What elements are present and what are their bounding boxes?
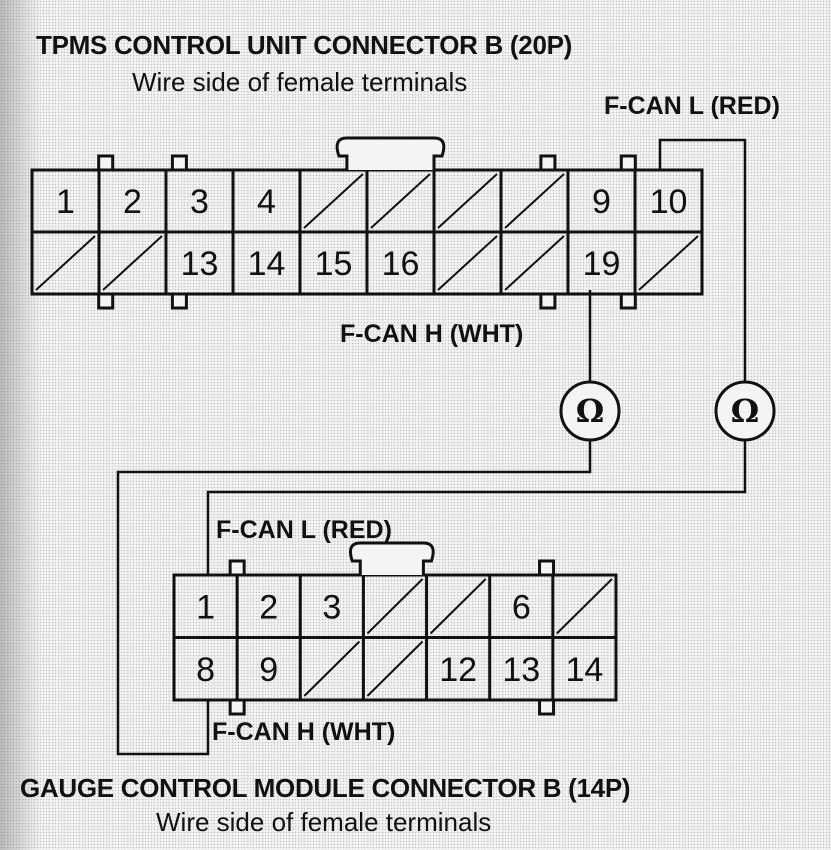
terminal-13: 13 bbox=[181, 245, 219, 283]
unused-cavity bbox=[429, 578, 487, 635]
unused-cavity bbox=[303, 173, 364, 229]
locking-tab bbox=[619, 292, 637, 310]
unused-cavity bbox=[504, 235, 565, 291]
ohmmeter-circle bbox=[714, 380, 776, 442]
terminal-13: 13 bbox=[502, 651, 540, 689]
terminal-2: 2 bbox=[259, 588, 278, 626]
terminal-19: 19 bbox=[583, 245, 621, 283]
locking-tab bbox=[228, 698, 246, 716]
bottom-wire-label-can-low: F-CAN L (RED) bbox=[216, 516, 392, 544]
terminal-16: 16 bbox=[382, 245, 420, 283]
unused-cavity bbox=[504, 173, 565, 229]
ohm-icon: Ω bbox=[576, 392, 604, 430]
terminal-1: 1 bbox=[56, 183, 75, 221]
terminal-4: 4 bbox=[257, 183, 276, 221]
bottom-connector-subtitle: Wire side of female terminals bbox=[156, 807, 492, 837]
unused-cavity bbox=[437, 173, 498, 229]
terminal-9: 9 bbox=[259, 651, 278, 689]
unused-cavity bbox=[556, 578, 613, 635]
locking-tab bbox=[170, 154, 188, 172]
connector-latch bbox=[335, 136, 446, 170]
terminal-14: 14 bbox=[248, 245, 286, 283]
top-wire-label-can-low: F-CAN L (RED) bbox=[604, 92, 780, 120]
terminal-15: 15 bbox=[315, 245, 353, 283]
unused-cavity bbox=[370, 173, 431, 229]
locking-tab bbox=[97, 154, 115, 172]
top-connector-subtitle: Wire side of female terminals bbox=[132, 67, 468, 97]
bottom-wire-label-can-high: F-CAN H (WHT) bbox=[212, 718, 396, 746]
unused-cavity bbox=[303, 640, 361, 697]
locking-tab bbox=[619, 154, 637, 172]
locking-tab bbox=[170, 292, 188, 310]
unused-cavity bbox=[366, 578, 424, 635]
terminal-9: 9 bbox=[592, 183, 611, 221]
terminal-2: 2 bbox=[123, 183, 142, 221]
locking-tab bbox=[539, 154, 557, 172]
top-wire-label-can-high: F-CAN H (WHT) bbox=[340, 320, 524, 348]
terminal-14: 14 bbox=[566, 651, 604, 689]
unused-cavity bbox=[35, 235, 96, 291]
locking-tab bbox=[97, 292, 115, 310]
ohmmeter-2: Ω bbox=[714, 380, 776, 442]
unused-cavity bbox=[102, 235, 163, 291]
terminal-8: 8 bbox=[196, 651, 215, 689]
unused-cavity bbox=[638, 235, 699, 291]
top-connector-title: TPMS CONTROL UNIT CONNECTOR B (20P) bbox=[36, 30, 573, 60]
locking-tab bbox=[228, 559, 246, 577]
terminal-3: 3 bbox=[190, 183, 209, 221]
wire-can-low bbox=[206, 138, 747, 575]
terminal-1: 1 bbox=[196, 588, 215, 626]
wire-can-high bbox=[116, 290, 592, 756]
connector-latch bbox=[349, 541, 435, 575]
ohm-icon: Ω bbox=[731, 392, 759, 430]
unused-cavity bbox=[437, 235, 498, 291]
locking-tab bbox=[538, 698, 556, 716]
ohmmeter-circle bbox=[559, 380, 621, 442]
locking-tab bbox=[539, 292, 557, 310]
terminal-6: 6 bbox=[512, 588, 531, 626]
ohmmeter-1: Ω bbox=[559, 380, 621, 442]
terminal-10: 10 bbox=[650, 183, 688, 221]
terminal-3: 3 bbox=[322, 588, 341, 626]
wires bbox=[116, 138, 747, 756]
unused-cavity bbox=[366, 640, 424, 697]
top-connector: 1 2 3 4 9 10 13 14 15 16 19 bbox=[30, 136, 704, 310]
page-edge-shadow bbox=[0, 0, 40, 850]
terminal-12: 12 bbox=[439, 651, 477, 689]
locking-tab bbox=[538, 559, 556, 577]
bottom-connector-title: GAUGE CONTROL MODULE CONNECTOR B (14P) bbox=[20, 773, 631, 803]
